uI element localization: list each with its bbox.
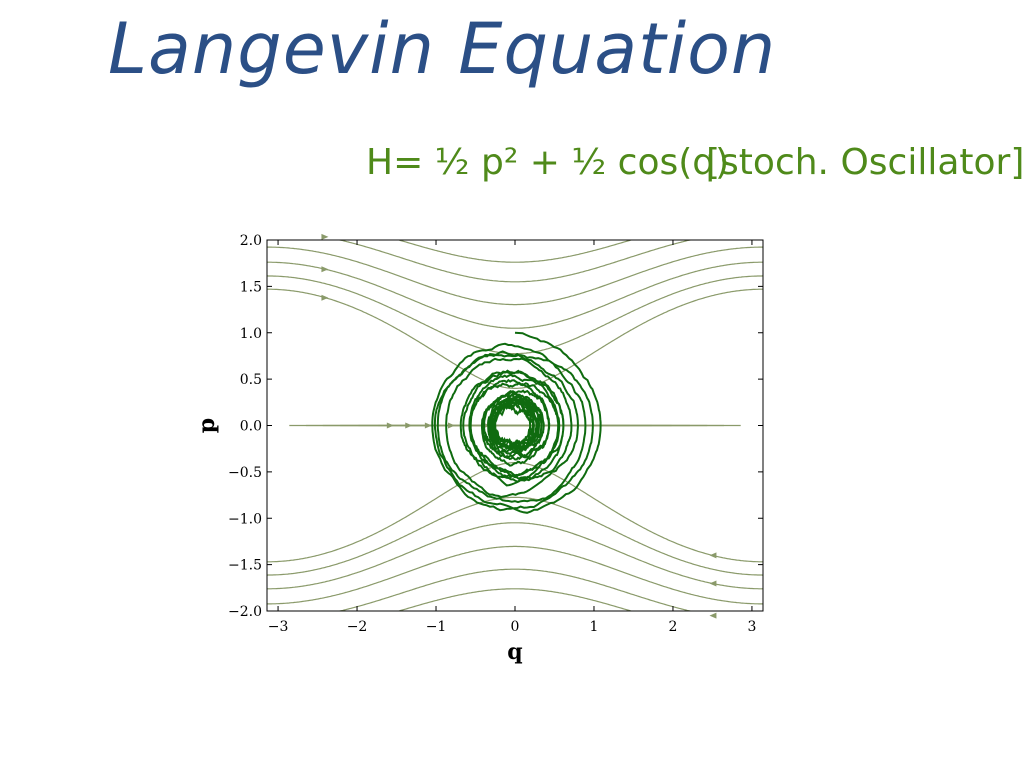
stream-arrow bbox=[424, 422, 432, 429]
hamiltonian-formula: H= ½ p² + ½ cos(q) bbox=[366, 142, 730, 183]
trajectory-line bbox=[431, 331, 602, 514]
y-tick-label: 0.5 bbox=[240, 372, 262, 388]
streamline bbox=[267, 496, 763, 576]
stream-arrow bbox=[709, 580, 717, 587]
y-tick-label: 0.0 bbox=[240, 419, 262, 435]
y-tick-label: −1.0 bbox=[228, 511, 262, 527]
streamline bbox=[267, 545, 763, 605]
x-tick-label: 1 bbox=[590, 619, 599, 635]
streamline bbox=[267, 522, 763, 590]
stream-arrow bbox=[321, 294, 329, 301]
y-tick-label: 1.5 bbox=[240, 279, 262, 295]
x-tick-label: −1 bbox=[426, 619, 447, 635]
y-tick-label: −1.5 bbox=[228, 558, 262, 574]
streamlines bbox=[267, 240, 763, 611]
streamline bbox=[267, 261, 763, 329]
streamline bbox=[396, 240, 634, 263]
y-tick-label: 1.0 bbox=[240, 326, 262, 342]
y-axis-label: p bbox=[194, 418, 220, 433]
stream-arrow bbox=[321, 233, 329, 240]
stream-arrow bbox=[386, 422, 394, 429]
y-tick-label: −0.5 bbox=[228, 465, 262, 481]
streamline bbox=[267, 246, 763, 306]
stream-arrow bbox=[321, 266, 329, 273]
x-axis: −3 −2 −1 0 1 2 3 bbox=[268, 240, 756, 635]
streamline bbox=[267, 288, 763, 389]
y-tick-label: 2.0 bbox=[240, 233, 262, 249]
streamline bbox=[267, 275, 763, 355]
trajectory bbox=[431, 331, 602, 514]
x-tick-label: 3 bbox=[747, 619, 756, 635]
stream-arrow bbox=[709, 552, 717, 559]
stream-arrows bbox=[321, 233, 717, 619]
y-tick-label: −2.0 bbox=[228, 604, 262, 620]
x-tick-label: 0 bbox=[511, 619, 520, 635]
streamline bbox=[337, 568, 693, 611]
stream-arrow bbox=[405, 422, 413, 429]
oscillator-tag: [stoch. Oscillator] bbox=[706, 142, 1024, 183]
streamline bbox=[337, 240, 693, 283]
stream-arrow bbox=[709, 612, 717, 619]
streamline bbox=[396, 588, 634, 611]
slide-title: Langevin Equation bbox=[108, 8, 777, 90]
x-axis-label: q bbox=[507, 639, 522, 665]
x-tick-label: −2 bbox=[347, 619, 368, 635]
x-tick-label: 2 bbox=[669, 619, 678, 635]
y-axis: −2.0 −1.5 −1.0 −0.5 0.0 0.5 1.0 1.5 2.0 bbox=[228, 233, 763, 620]
x-tick-label: −3 bbox=[268, 619, 289, 635]
stream-arrow bbox=[447, 422, 455, 429]
